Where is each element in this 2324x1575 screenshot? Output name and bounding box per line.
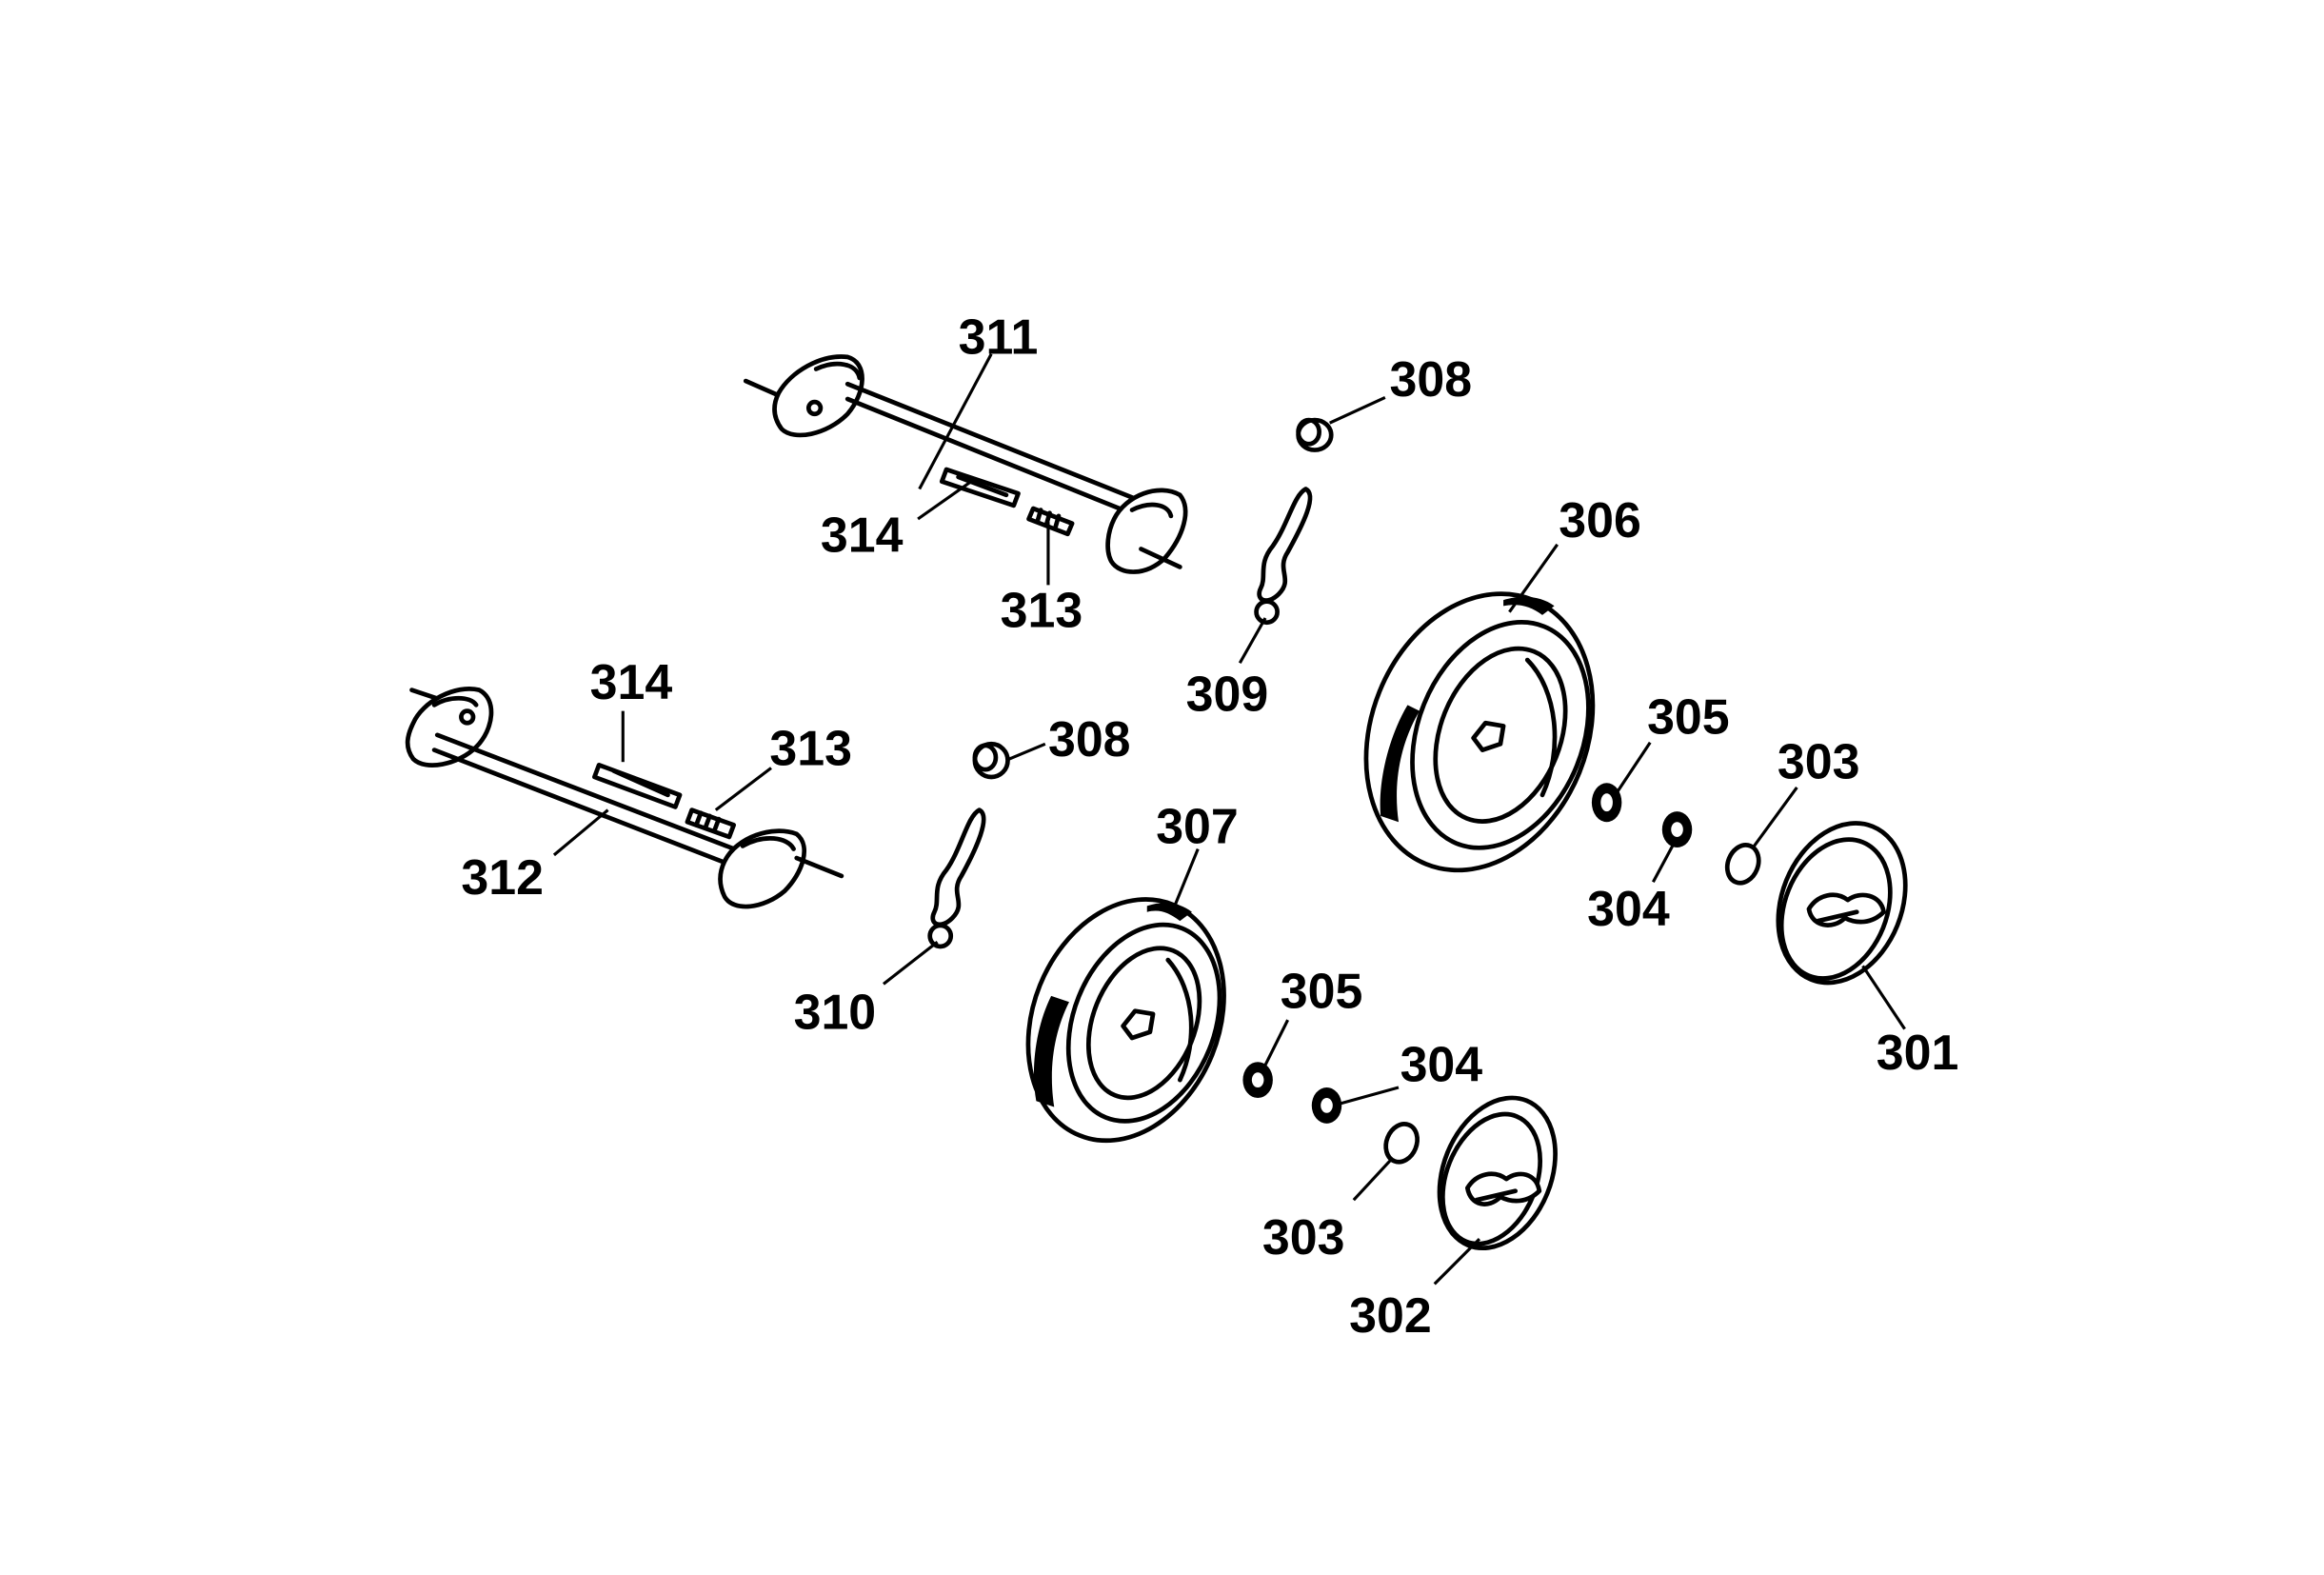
axle-312: [405, 687, 844, 909]
washer-304-upper: [1661, 811, 1693, 847]
label-302: 302: [1349, 1288, 1432, 1344]
label-314-lower: 314: [590, 655, 673, 710]
axle-311: [743, 354, 1188, 574]
label-304-upper: 304: [1587, 882, 1670, 937]
label-308-lower: 308: [1048, 712, 1131, 768]
washer-305-upper: [1591, 783, 1622, 823]
label-303-upper: 303: [1778, 734, 1860, 789]
clip-309: [1254, 487, 1313, 626]
label-311: 311: [959, 310, 1039, 366]
label-308-upper: 308: [1390, 352, 1473, 408]
ring-303-upper: [1724, 843, 1761, 886]
label-306: 306: [1559, 493, 1641, 548]
part-labels: 311 314 313 308 309 306 314 313 312 308 …: [461, 310, 1958, 1344]
label-309: 309: [1186, 668, 1269, 723]
washer-305-lower: [1242, 1062, 1273, 1099]
pin-314-upper: [939, 467, 1021, 508]
leader-lines: [552, 353, 1906, 1286]
label-310: 310: [794, 986, 877, 1041]
spring-pin-313-lower: [685, 807, 737, 840]
label-301: 301: [1877, 1026, 1959, 1081]
washer-304-lower: [1311, 1087, 1342, 1124]
pin-314-lower: [592, 762, 683, 809]
label-313-lower: 313: [769, 721, 852, 776]
label-307: 307: [1156, 799, 1239, 854]
hubcap-302: [1437, 1095, 1558, 1251]
label-312: 312: [461, 850, 544, 906]
cap-308-lower: [972, 741, 1010, 780]
wheel-307: [1025, 897, 1226, 1144]
cap-308-upper: [1296, 417, 1334, 452]
label-305-lower: 305: [1281, 964, 1363, 1019]
label-313-upper: 313: [1001, 583, 1083, 638]
label-303-lower: 303: [1262, 1210, 1345, 1266]
label-304-lower: 304: [1400, 1038, 1483, 1093]
spring-pin-313-upper: [1026, 506, 1075, 537]
label-305-upper: 305: [1647, 689, 1730, 745]
label-314-upper: 314: [821, 508, 904, 564]
clip-310: [927, 807, 986, 949]
ring-303-lower: [1383, 1122, 1420, 1165]
wheel-306: [1363, 591, 1596, 873]
hubcap-301: [1776, 821, 1908, 986]
